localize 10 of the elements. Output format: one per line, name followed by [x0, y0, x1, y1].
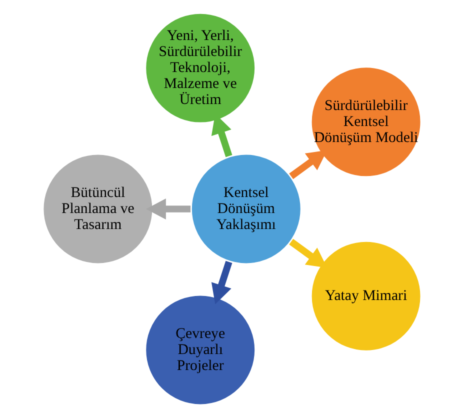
arrow	[146, 198, 190, 220]
arrow	[288, 238, 327, 268]
node-circle: Çevreye Duyarlı Projeler	[143, 293, 256, 406]
node-circle: Sürdürülebilir Kentsel Dönüşüm Modeli	[309, 65, 422, 178]
arrow	[210, 260, 232, 304]
arrow	[288, 150, 327, 180]
node-circle: Kentsel Dönüşüm Yaklaşımı	[189, 152, 302, 266]
node-circle: Yatay Mimari	[309, 240, 422, 353]
node-circle: Bütüncül Planlama ve Tasarım	[40, 152, 154, 266]
node-circle: Yeni, Yerli, Sürdürülebilir Teknoloji, Malzeme ve Üretim	[143, 12, 256, 125]
